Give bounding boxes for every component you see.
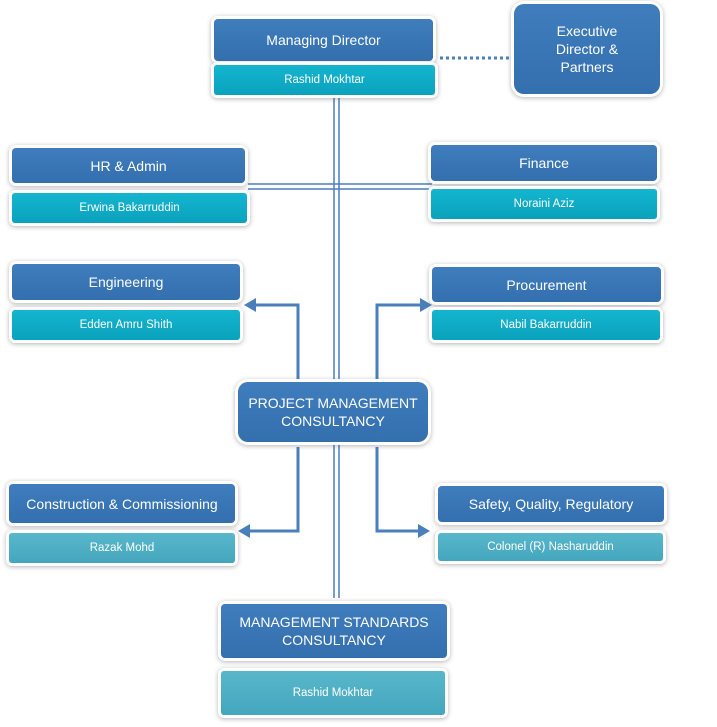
engineering-box[interactable]: Engineering: [12, 264, 240, 300]
safety-name: Colonel (R) Nasharuddin: [487, 541, 614, 553]
msc-name-box[interactable]: Rashid Mokhtar: [221, 671, 445, 715]
finance-name: Noraini Aziz: [513, 198, 575, 210]
hr-admin-box[interactable]: HR & Admin: [12, 148, 245, 183]
finance-name-box[interactable]: Noraini Aziz: [431, 189, 657, 219]
arrowhead-procurement: [420, 298, 432, 312]
executive-box[interactable]: Executive Director & Partners: [514, 4, 660, 94]
executive-title: Executive Director & Partners: [555, 23, 619, 75]
safety-title: Safety, Quality, Regulatory: [468, 496, 634, 512]
engineering-name: Edden Amru Shith: [79, 319, 173, 331]
msc-name: Rashid Mokhtar: [292, 687, 374, 699]
construction-title: Construction & Commissioning: [26, 495, 218, 512]
hr-finance-line: [248, 183, 432, 190]
hr-admin-title: HR & Admin: [90, 157, 167, 174]
safety-box[interactable]: Safety, Quality, Regulatory: [438, 486, 664, 522]
msc-box[interactable]: MANAGEMENT STANDARDS CONSULTANCY: [221, 604, 447, 658]
hr-admin-name-box[interactable]: Erwina Bakarruddin: [12, 193, 247, 223]
procurement-title: Procurement: [506, 276, 587, 293]
finance-title: Finance: [519, 155, 569, 171]
arrowheads: [238, 298, 432, 538]
managing-director-name-box[interactable]: Rashid Mokhtar: [214, 65, 435, 95]
pmc-box[interactable]: PROJECT MANAGEMENT CONSULTANCY: [238, 382, 428, 442]
construction-box[interactable]: Construction & Commissioning: [9, 484, 235, 523]
arrowhead-construction: [238, 524, 250, 538]
managing-director-box[interactable]: Managing Director: [214, 19, 433, 61]
msc-title: MANAGEMENT STANDARDS CONSULTANCY: [239, 614, 429, 648]
safety-name-box[interactable]: Colonel (R) Nasharuddin: [438, 533, 663, 561]
construction-name: Razak Mohd: [89, 542, 155, 554]
finance-box[interactable]: Finance: [431, 145, 657, 181]
pmc-arrows: [246, 303, 424, 533]
procurement-box[interactable]: Procurement: [432, 267, 661, 302]
hr-admin-name: Erwina Bakarruddin: [79, 202, 180, 214]
engineering-title: Engineering: [88, 274, 164, 290]
engineering-name-box[interactable]: Edden Amru Shith: [12, 310, 240, 340]
arrowhead-engineering: [244, 298, 256, 312]
construction-name-box[interactable]: Razak Mohd: [9, 533, 235, 563]
arrowhead-safety: [418, 524, 430, 538]
managing-director-title: Managing Director: [266, 32, 381, 48]
procurement-name-box[interactable]: Nabil Bakarruddin: [432, 310, 660, 340]
procurement-name: Nabil Bakarruddin: [500, 319, 592, 331]
pmc-title: PROJECT MANAGEMENT CONSULTANCY: [248, 395, 418, 429]
managing-director-name: Rashid Mokhtar: [284, 74, 365, 86]
spine-line: [333, 96, 340, 598]
